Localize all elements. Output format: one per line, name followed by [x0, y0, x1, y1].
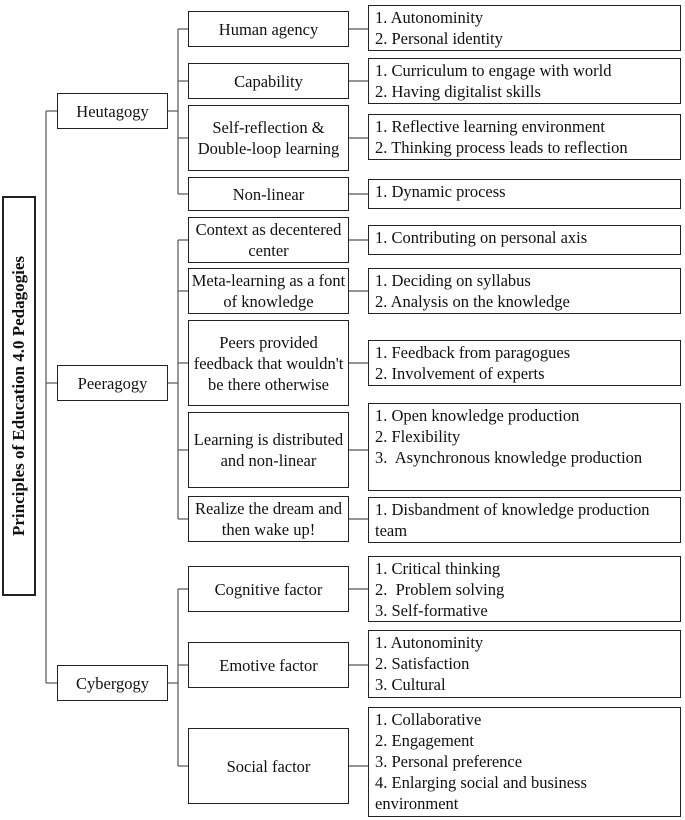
root-node: Principles of Education 4.0 Pedagogies	[2, 196, 36, 596]
detail-item: 2. Having digitalist skills	[375, 82, 541, 101]
principle-human-agency-label: Human agency	[218, 19, 319, 39]
node-peeragogy-label: Peeragogy	[77, 373, 148, 393]
detail-item: 2. Analysis on the knowledge	[375, 292, 570, 311]
detail-item: 1. Autonominity	[375, 633, 484, 652]
detail-item: 1. Autonominity	[375, 8, 484, 27]
details-dream: 1. Disbandment of knowledge production t…	[368, 497, 681, 543]
detail-item: 2. Involvement of experts	[375, 364, 545, 383]
detail-item: 1. Critical thinking	[375, 559, 501, 578]
principle-distributed-label: Learning is distributed and non-linear	[193, 430, 348, 470]
details-cognitive: 1. Critical thinking 2. Problem solving …	[368, 556, 681, 622]
detail-item: 2. Satisfaction	[375, 654, 470, 673]
detail-item: 1. Open knowledge production	[375, 406, 580, 425]
principle-emotive: Emotive factor	[188, 642, 349, 688]
node-peeragogy: Peeragogy	[57, 365, 168, 401]
details-human-agency: 1. Autonominity 2. Personal identity	[368, 5, 681, 51]
principle-capability: Capability	[188, 63, 349, 99]
details-capability: 1. Curriculum to engage with world 2. Ha…	[368, 58, 681, 104]
principle-meta-learning-label: Meta-learning as a font of knowledge	[191, 271, 350, 311]
node-cybergogy-label: Cybergogy	[75, 673, 150, 693]
detail-item: 1. Feedback from paragogues	[375, 343, 571, 362]
details-meta-learning: 1. Deciding on syllabus 2. Analysis on t…	[368, 268, 681, 314]
detail-item: 3. Cultural	[375, 675, 446, 694]
details-context: 1. Contributing on personal axis	[368, 225, 681, 255]
principle-context-label: Context as decentered center	[195, 220, 346, 260]
principle-emotive-label: Emotive factor	[219, 655, 318, 675]
details-self-reflection: 1. Reflective learning environment 2. Th…	[368, 114, 681, 160]
node-cybergogy: Cybergogy	[57, 665, 168, 701]
principle-dream-label: Realize the dream and then wake up!	[194, 499, 347, 539]
principle-human-agency: Human agency	[188, 11, 349, 47]
principle-cognitive-label: Cognitive factor	[214, 579, 323, 599]
detail-item: 3. Self-formative	[375, 601, 488, 620]
principle-meta-learning: Meta-learning as a font of knowledge	[188, 268, 349, 314]
principle-non-linear: Non-linear	[188, 177, 349, 211]
node-heutagogy-label: Heutagogy	[76, 101, 149, 121]
details-peers-feedback: 1. Feedback from paragogues 2. Involveme…	[368, 340, 681, 386]
principle-social-label: Social factor	[226, 756, 311, 776]
detail-item: 3. Personal preference	[375, 752, 523, 771]
principle-self-reflection-label: Self-reflection & Double-loop learning	[197, 118, 340, 158]
detail-item: 2. Flexibility	[375, 427, 461, 446]
detail-item: 2. Engagement	[375, 731, 474, 750]
details-non-linear: 1. Dynamic process	[368, 179, 681, 209]
detail-item: 1. Reflective learning environment	[375, 117, 606, 136]
node-heutagogy: Heutagogy	[57, 93, 168, 129]
detail-item: 2. Thinking process leads to reflection	[375, 138, 628, 157]
details-emotive: 1. Autonominity 2. Satisfaction 3. Cultu…	[368, 630, 681, 698]
principle-cognitive: Cognitive factor	[188, 566, 349, 612]
detail-item: 1. Curriculum to engage with world	[375, 61, 612, 80]
detail-item: 1. Disbandment of knowledge production t…	[375, 500, 654, 540]
principle-self-reflection: Self-reflection & Double-loop learning	[188, 105, 349, 171]
detail-item: 2. Personal identity	[375, 29, 503, 48]
detail-item: 2. Problem solving	[375, 580, 505, 599]
detail-item: 1. Deciding on syllabus	[375, 271, 531, 290]
principle-non-linear-label: Non-linear	[232, 184, 305, 204]
detail-item: 1. Collaborative	[375, 710, 482, 729]
detail-item: 4. Enlarging social and business environ…	[375, 773, 591, 813]
root-title: Principles of Education 4.0 Pedagogies	[9, 255, 28, 537]
principle-distributed: Learning is distributed and non-linear	[188, 412, 349, 488]
principle-peers-feedback-label: Peers provided feedback that wouldn't be…	[193, 332, 348, 394]
detail-item: 1. Contributing on personal axis	[375, 228, 588, 247]
details-distributed: 1. Open knowledge production 2. Flexibil…	[368, 403, 681, 491]
principle-social: Social factor	[188, 728, 349, 804]
principle-peers-feedback: Peers provided feedback that wouldn't be…	[188, 320, 349, 406]
detail-item: 3. Asynchronous knowledge production	[375, 448, 643, 467]
principle-dream: Realize the dream and then wake up!	[188, 496, 349, 542]
principle-capability-label: Capability	[234, 71, 303, 91]
principle-context: Context as decentered center	[188, 217, 349, 263]
detail-item: 1. Dynamic process	[375, 182, 506, 201]
details-social: 1. Collaborative 2. Engagement 3. Person…	[368, 707, 681, 817]
